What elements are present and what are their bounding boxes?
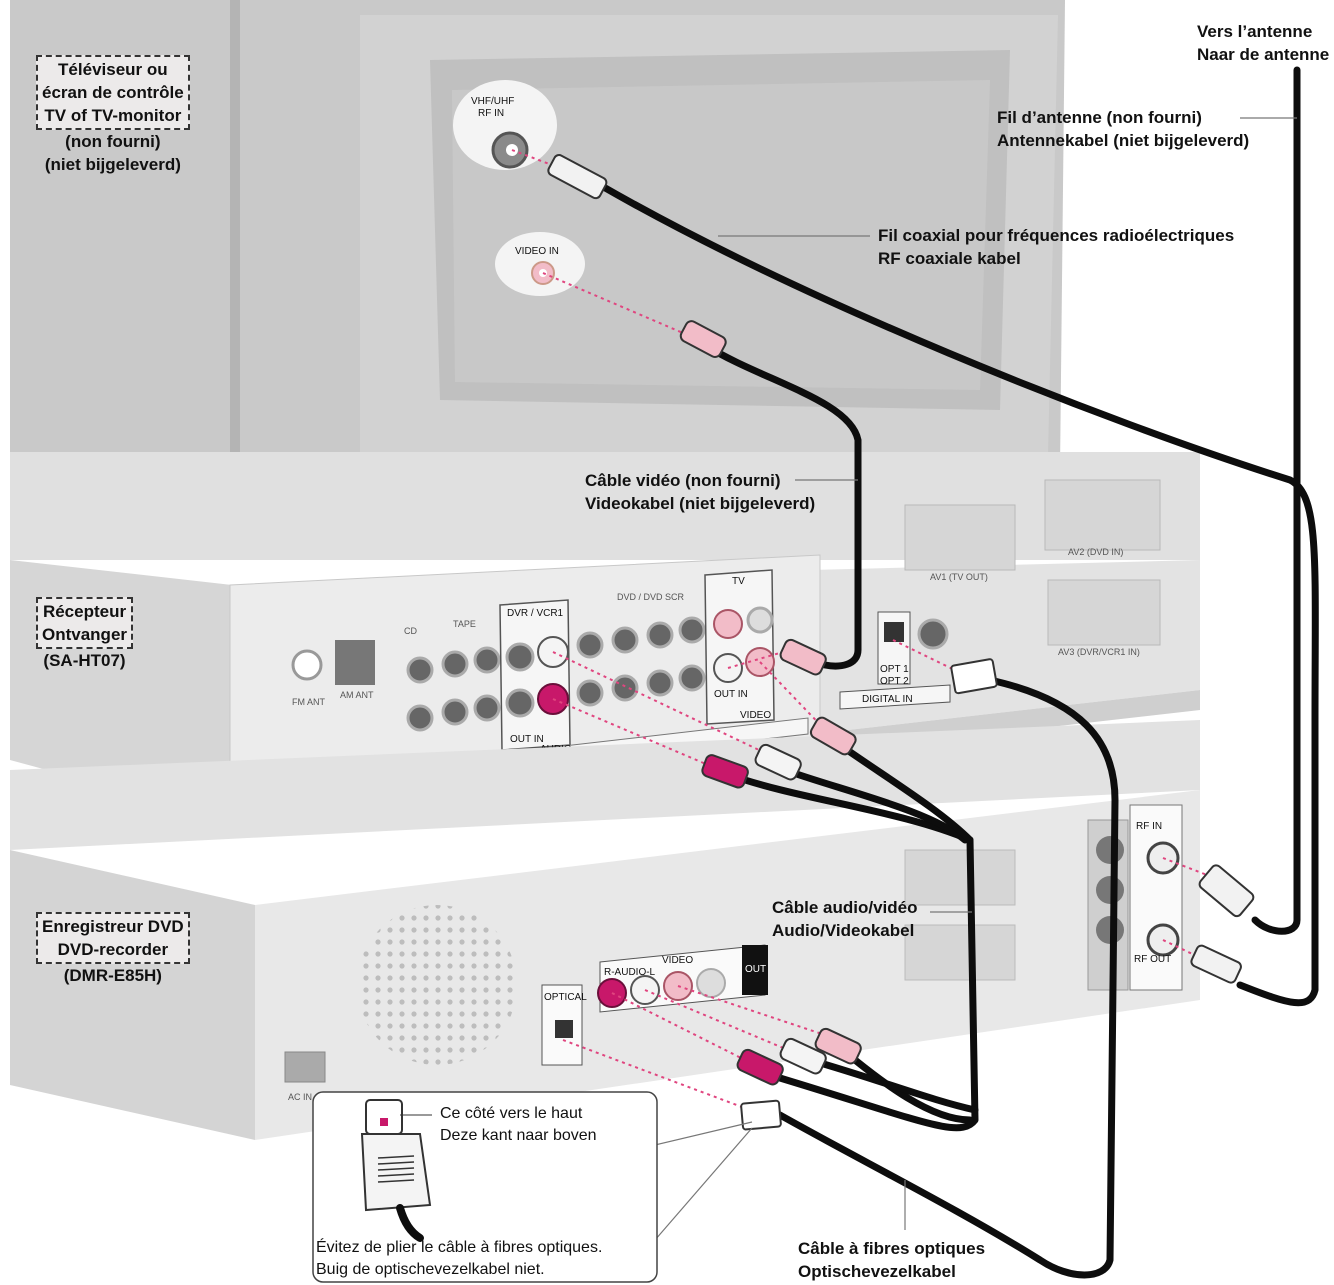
av-cable-fr: Câble audio/vidéo (772, 898, 918, 917)
rec-rf-in-label: RF IN (1136, 821, 1162, 832)
receiver-label-line1: Récepteur (42, 602, 127, 621)
tv-note-line2: (niet bijgeleverd) (44, 155, 181, 174)
tv-label-line1: Téléviseur ou (58, 60, 168, 79)
out-label: OUT (745, 964, 766, 975)
side-up-fr: Ce côté vers le haut (440, 1105, 583, 1122)
av-cable-label: Câble audio/vidéo Audio/Videokabel (772, 896, 917, 942)
video-label: VIDEO (740, 710, 771, 721)
receiver-label: Récepteur Ontvanger (SA-HT07) (36, 597, 134, 672)
recorder-model: (DMR-E85H) (63, 966, 162, 985)
antenna-wire-fr: Fil d’antenne (non fourni) (997, 108, 1202, 127)
av-cable-white-bottom (806, 1056, 979, 1114)
bend-warning-note: Évitez de plier le câble à fibres optiqu… (316, 1237, 602, 1281)
optical-label: OPTICAL (544, 992, 587, 1003)
tv-note-line1: (non fourni) (65, 132, 161, 151)
tv-box-label: TV (732, 576, 745, 587)
coax-cable-fr: Fil coaxial pour fréquences radioélectri… (878, 226, 1235, 245)
tape-label: TAPE (453, 619, 476, 629)
optical-plug-inset (312, 1091, 658, 1283)
bend-warning-nl: Buig de optischevezelkabel niet. (316, 1261, 545, 1278)
antenna-destination-nl: Naar de antenne (1197, 45, 1330, 64)
r-audio-l-label: R-AUDIO-L (604, 967, 656, 978)
optical-cable-fr: Câble à fibres optiques (798, 1239, 986, 1258)
fm-ant-label: FM ANT (292, 697, 326, 707)
video-in-label: VIDEO IN (515, 246, 559, 257)
rec-rf-out-label: RF OUT (1134, 954, 1171, 965)
antenna-destination-fr: Vers l’antenne (1197, 22, 1313, 41)
av1-label: AV1 (TV OUT) (930, 572, 988, 582)
bend-warning-fr: Évitez de plier le câble à fibres optiqu… (316, 1239, 603, 1256)
dvr-vcr1-label: DVR / VCR1 (507, 608, 564, 619)
recorder-label-line2: DVD-recorder (57, 940, 169, 959)
antenna-wire-nl: Antennekabel (niet bijgeleverd) (997, 131, 1250, 150)
tv-label-line2: écran de contrôle (42, 83, 184, 102)
ac-in-label: AC IN (288, 1092, 312, 1102)
coax-cable-nl: RF coaxiale kabel (878, 249, 1021, 268)
tv-label: Téléviseur ou écran de contrôle TV of TV… (36, 55, 190, 176)
vhf-uhf-label: VHF/UHF (471, 96, 514, 107)
av3-label: AV3 (DVR/VCR1 IN) (1058, 647, 1140, 657)
av2-label: AV2 (DVD IN) (1068, 547, 1123, 557)
coax-cable (596, 181, 1319, 1007)
opt1-label: OPT 1 (880, 664, 909, 675)
av-cable-white (781, 766, 969, 844)
side-up-note: Ce côté vers le haut Deze kant naar bove… (440, 1103, 597, 1147)
video-cable-nl: Videokabel (niet bijgeleverd) (585, 494, 816, 513)
opt2-label: OPT 2 (880, 676, 909, 687)
antenna-cable (1251, 66, 1301, 935)
tv-set: VHF/UHF RF IN VIDEO IN (10, 0, 1065, 500)
video-cable-fr: Câble vidéo (non fourni) (585, 471, 781, 490)
optical-cable-nl: Optischevezelkabel (798, 1262, 956, 1281)
antenna-destination-label: Vers l’antenne Naar de antenne (1197, 20, 1329, 66)
connectors (547, 154, 1255, 1131)
am-ant-label: AM ANT (340, 690, 374, 700)
video-cable (701, 341, 862, 670)
rec-video-label: VIDEO (662, 955, 693, 966)
receiver-model: (SA-HT07) (43, 651, 126, 670)
recorder-label-line1: Enregistreur DVD (42, 917, 184, 936)
coax-cable-label: Fil coaxial pour fréquences radioélectri… (878, 224, 1234, 270)
receiver-label-line2: Ontvanger (42, 625, 128, 644)
dvd-label: DVD / DVD SCR (617, 592, 685, 602)
optical-cable (776, 676, 1119, 1279)
cables (596, 66, 1319, 1279)
cd-label: CD (404, 626, 417, 636)
digital-in-label: DIGITAL IN (862, 694, 913, 705)
tv-out-in-label: OUT IN (714, 689, 748, 700)
dvd-recorder-unit: AC IN RF IN RF OUT OUT R-AUDIO-L VIDEO O… (10, 720, 1200, 1140)
av-cable-red (726, 771, 979, 1132)
tv-label-line3: TV of TV-monitor (44, 106, 182, 125)
av-cable-pink (836, 741, 974, 1124)
av-cable-nl: Audio/Videokabel (772, 921, 915, 940)
optical-cable-label: Câble à fibres optiques Optischevezelkab… (798, 1237, 985, 1283)
video-cable-label: Câble vidéo (non fourni) Videokabel (nie… (585, 469, 815, 515)
rf-in-label: RF IN (478, 108, 504, 119)
dvr-out-in-label: OUT IN (510, 734, 544, 745)
side-up-nl: Deze kant naar boven (440, 1127, 597, 1144)
antenna-wire-label: Fil d’antenne (non fourni) Antennekabel … (997, 106, 1249, 152)
recorder-label: Enregistreur DVD DVD-recorder (DMR-E85H) (36, 912, 190, 987)
vhf-uhf-port-icon (453, 80, 557, 170)
